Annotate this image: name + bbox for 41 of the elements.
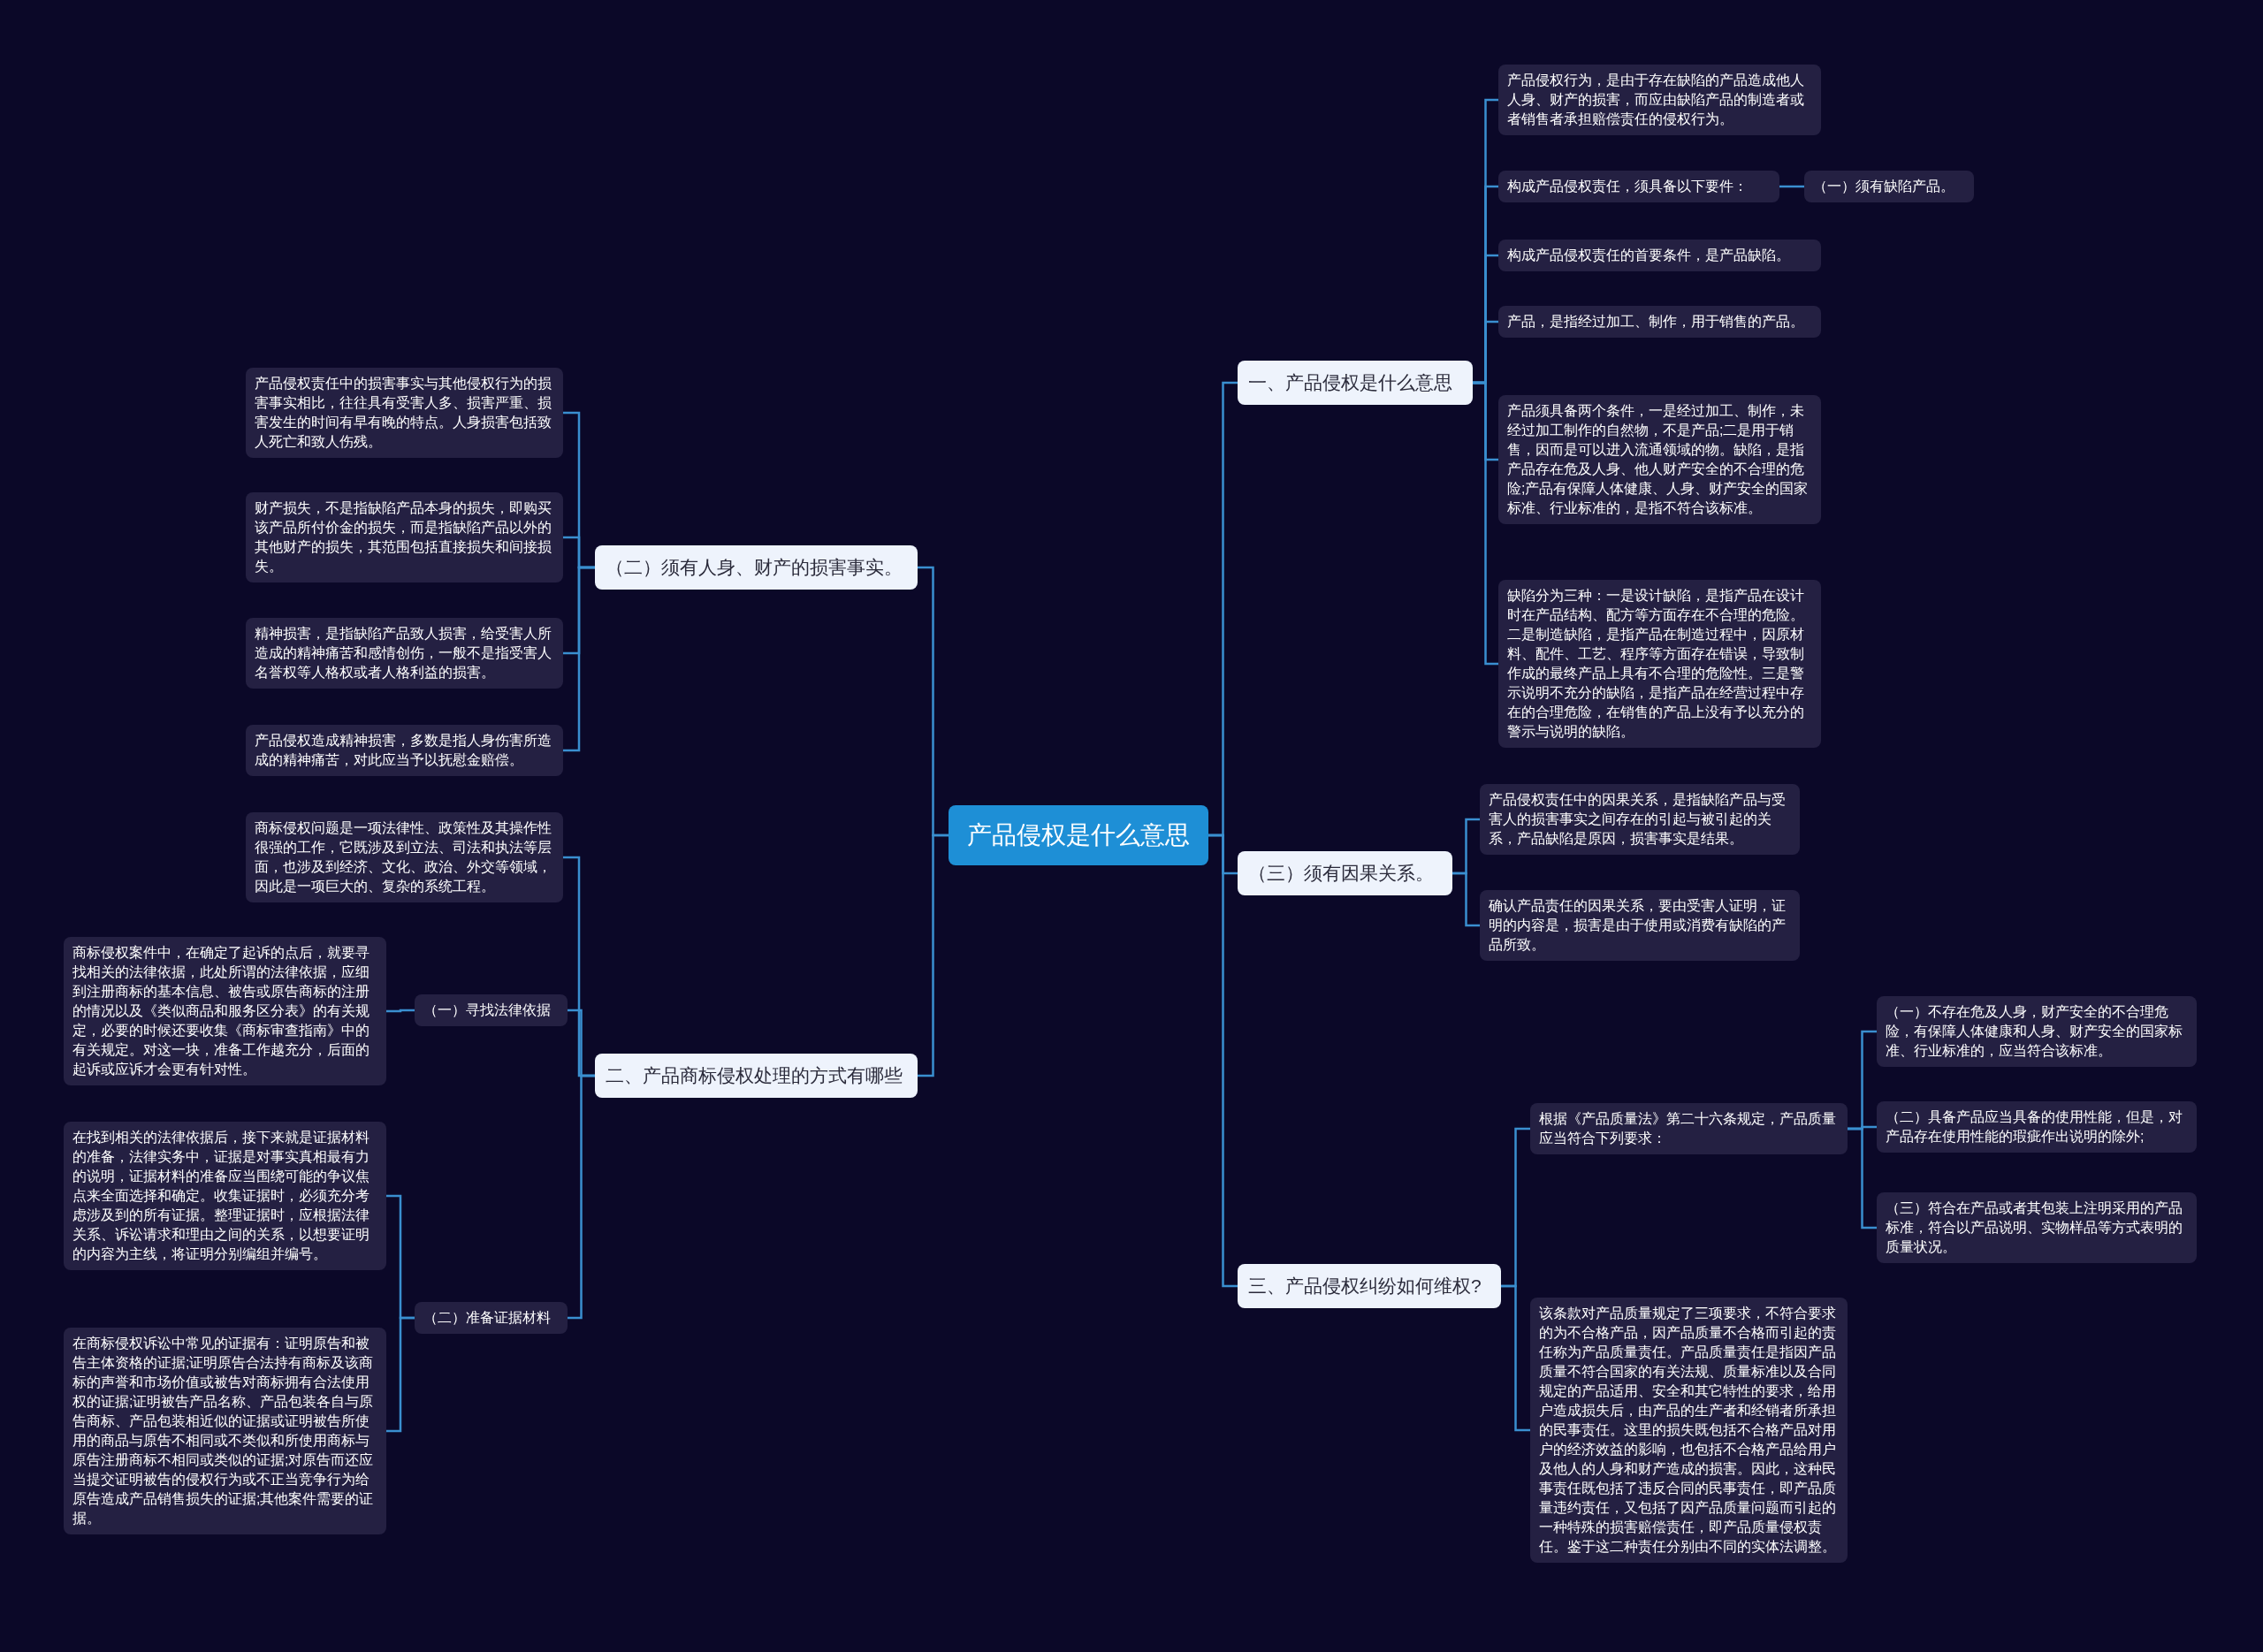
note-box: 在商标侵权诉讼中常见的证据有：证明原告和被告主体资格的证据;证明原告合法持有商标及该商标的声誉和市场价值或被告对商标拥有合法使用权的证据;证明被告产品名称、产品包装各自与原告商标、产品包装相近似的证据或证明被告所使用的商品与原告不相同或不类似和所使用商标与原告注册商标不相同或类似的证据;对原告而还应当提交证明被告的侵权行为或不正当竞争行为给原告造成产品销售损失的证据;其他案件需要的证据。: [64, 1328, 386, 1534]
connector-line: [1452, 872, 1480, 927]
topic-box: 三、产品侵权纠纷如何维权?: [1238, 1264, 1501, 1308]
note-box: 缺陷分为三种：一是设计缺陷，是指产品在设计时在产品结构、配方等方面存在不合理的危险。二是制造缺陷，是指产品在制造过程中，因原材料、配件、工艺、程序等方面存在错误，导致制作成的最终产品上具有不合理的危险性。三是警示说明不充分的缺陷，是指产品在经营过程中存在的合理危险，在销售的产品上没有予以充分的警示与说明的缺陷。: [1498, 580, 1821, 748]
note-box: （二）具备产品应当具备的使用性能，但是，对产品存在使用性能的瑕疵作出说明的除外;: [1877, 1101, 2197, 1153]
topic-box: （二）须有人身、财产的损害事实。: [595, 545, 918, 590]
note-box: 产品侵权责任中的因果关系，是指缺陷产品与受害人的损害事实之间存在的引起与被引起的关系，产品缺陷是原因，损害事实是结果。: [1480, 784, 1800, 855]
connector-line: [563, 566, 595, 752]
note-box: 在找到相关的法律依据后，接下来就是证据材料的准备，法律实务中，证据是对事实真相最有力的说明，证据材料的准备应当围绕可能的争议焦点来全面选择和确定。收集证据时，必须充分考虑涉及到的所有证据。整理证据时，应根据法律关系、诉讼请求和理由之间的关系，以想要证明的内容为主线，将证明分别编组并编号。: [64, 1122, 386, 1270]
note-box: 商标侵权案件中，在确定了起诉的点后，就要寻找相关的法律依据，此处所谓的法律依据，应细到注册商标的基本信息、被告或原告商标的注册的情况以及《类似商品和服务区分表》的有关规定，必要的时候还要收集《商标审查指南》中的有关规定。对这一块，准备工作越充分，后面的起诉或应诉才会更有针对性。: [64, 937, 386, 1085]
connector-line: [918, 834, 949, 1077]
note-box: 产品侵权造成精神损害，多数是指人身伤害所造成的精神痛苦，对此应当予以抚慰金赔偿。: [246, 725, 563, 776]
topic-box: （三）须有因果关系。: [1238, 851, 1452, 895]
note-box: 根据《产品质量法》第二十六条规定，产品质量应当符合下列要求：: [1530, 1103, 1848, 1154]
note-box: 商标侵权问题是一项法律性、政策性及其操作性很强的工作，它既涉及到立法、司法和执法等层面，也涉及到经济、文化、政治、外交等领域，因此是一项巨大的、复杂的系统工程。: [246, 812, 563, 902]
note-box: 产品须具备两个条件，一是经过加工、制作，未经过加工制作的自然物，不是产品;二是用于销售，因而是可以进入流通领域的物。缺陷，是指产品存在危及人身、他人财产安全的不合理的危险;产品有保障人体健康、人身、财产安全的国家标准、行业标准的，是指不符合该标准。: [1498, 395, 1821, 524]
connector-line: [1208, 834, 1238, 1288]
connector-line: [568, 1074, 595, 1320]
note-box: 财产损失，不是指缺陷产品本身的损失，即购买该产品所付价金的损失，而是指缺陷产品以外的其他财产的损失，其范围包括直接损失和间接损失。: [246, 492, 563, 582]
note-box: 该条款对产品质量规定了三项要求，不符合要求的为不合格产品，因产品质量不合格而引起的责任称为产品质量责任。产品质量责任是指因产品质量不符合国家的有关法规、质量标准以及合同规定的产品适用、安全和其它特性的要求，给用户造成损失后，由产品的生产者和经销者所承担的民事责任。这里的损失既包括不合格产品对用户的经济效益的影响，也包括不合格产品给用户及他人的人身和财产造成的损害。因此，这种民事责任既包括了违反合同的民事责任，即产品质量违约责任，又包括了因产品质量问题而引起的一种特殊的损害赔偿责任，即产品质量侵权责任。鉴于这二种责任分别由不同的实体法调整。: [1530, 1298, 1848, 1563]
connector-line: [1501, 1284, 1530, 1432]
note-box: 构成产品侵权责任的首要条件，是产品缺陷。: [1498, 240, 1821, 271]
note-box: （一）不存在危及人身，财产安全的不合理危险，有保障人体健康和人身、财产安全的国家标准、行业标准的，应当符合该标准。: [1877, 996, 2197, 1067]
note-box: 构成产品侵权责任，须具备以下要件：: [1498, 171, 1779, 202]
connector-line: [1779, 185, 1804, 188]
topic-box: 一、产品侵权是什么意思: [1238, 361, 1473, 405]
note-box: （三）符合在产品或者其包装上注明采用的产品标准，符合以产品说明、实物样品等方式表明的质量状况。: [1877, 1192, 2197, 1263]
note-box: 精神损害，是指缺陷产品致人损害，给受害人所造成的精神痛苦和感情创伤，一般不是指受害人名誉权等人格权或者人格利益的损害。: [246, 618, 563, 689]
central-topic-box: 产品侵权是什么意思: [949, 805, 1208, 865]
note-box: （一）寻找法律依据: [415, 994, 568, 1026]
note-box: （二）准备证据材料: [415, 1302, 568, 1334]
note-box: （一）须有缺陷产品。: [1804, 171, 1974, 202]
connector-line: [1848, 1127, 1877, 1229]
note-box: 产品，是指经过加工、制作，用于销售的产品。: [1498, 306, 1821, 338]
note-box: 产品侵权责任中的损害事实与其他侵权行为的损害事实相比，往往具有受害人多、损害严重、损害发生的时间有早有晚的特点。人身损害包括致人死亡和致人伤残。: [246, 368, 563, 458]
connector-line: [1473, 381, 1498, 666]
note-box: 产品侵权行为，是由于存在缺陷的产品造成他人人身、财产的损害，而应由缺陷产品的制造者或者销售者承担赔偿责任的侵权行为。: [1498, 65, 1821, 135]
topic-box: 二、产品商标侵权处理的方式有哪些: [595, 1054, 918, 1098]
connector-line: [386, 1009, 415, 1013]
connector-line: [386, 1316, 415, 1433]
note-box: 确认产品责任的因果关系，要由受害人证明，证明的内容是，损害是由于使用或消费有缺陷的产品所致。: [1480, 890, 1800, 961]
